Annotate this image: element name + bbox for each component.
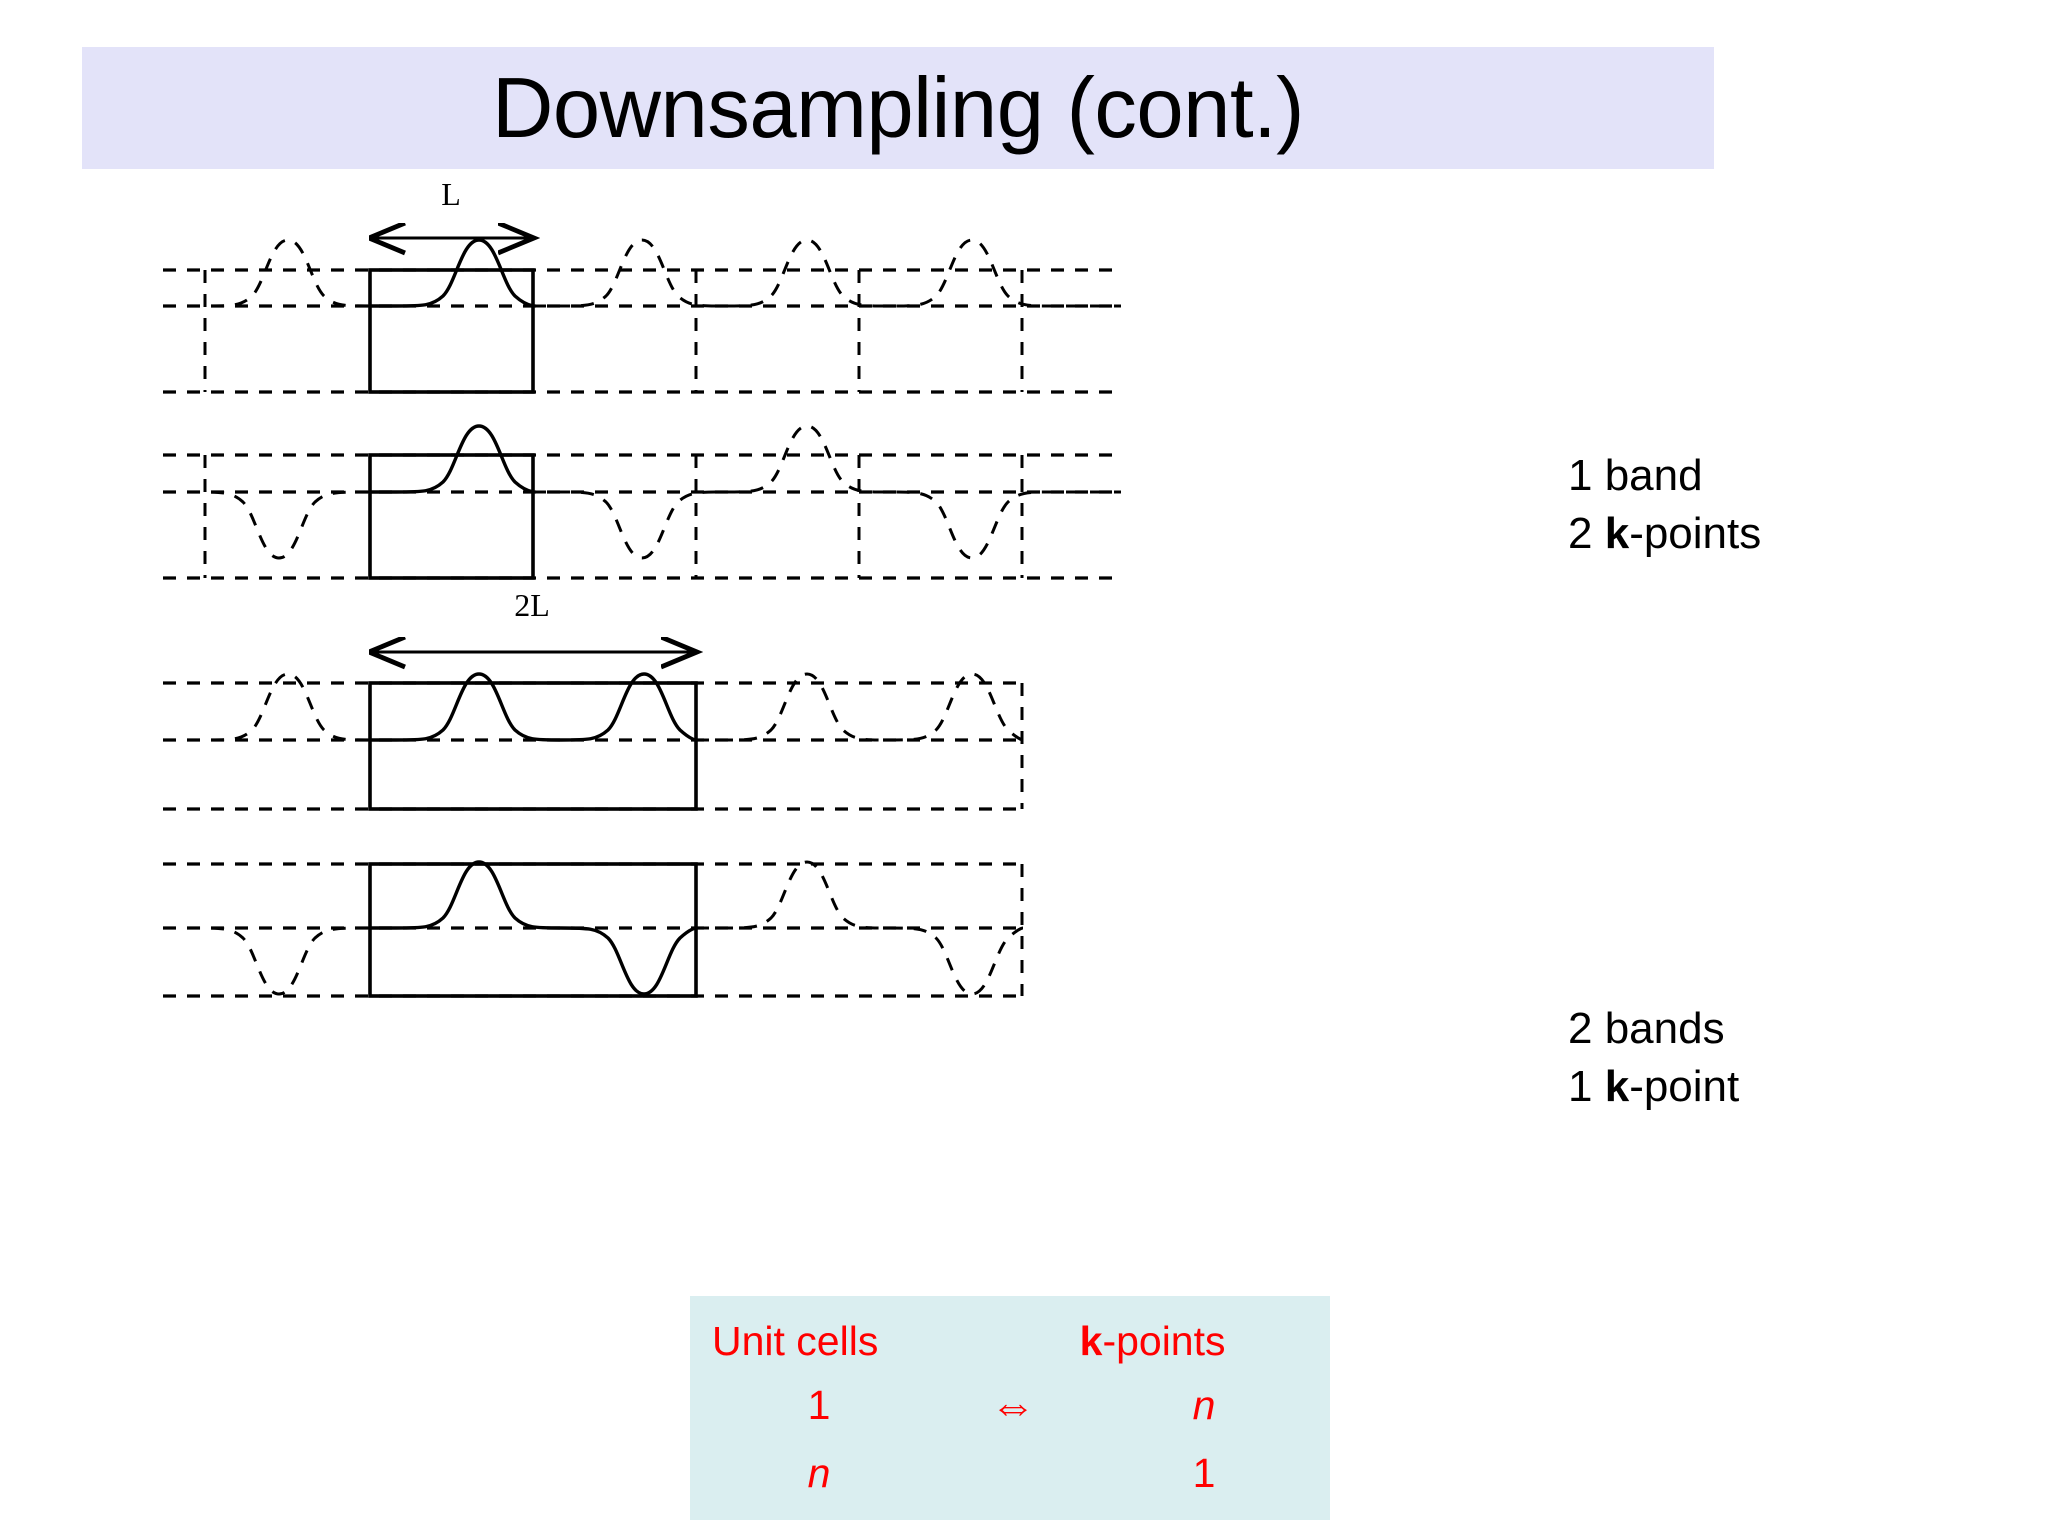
wave-segment-solid — [370, 238, 535, 308]
wave-segment-dashed — [163, 672, 371, 742]
table-row: 1 ⇔ n — [690, 1374, 1330, 1436]
page-title: Downsampling (cont.) — [492, 60, 1305, 156]
panel-3-double-cell-band-1: 2L — [163, 587, 1024, 811]
annotation-line-kpoints: 1 k-point — [1568, 1058, 1739, 1116]
panel-1-single-cell-gamma: L — [163, 176, 1121, 394]
kpoint-count: 1 — [1568, 1062, 1605, 1112]
supercell-box — [368, 862, 698, 998]
column-header-kpoints: k-points — [1076, 1318, 1330, 1365]
annotation-line-bands: 2 bands — [1568, 1004, 1725, 1053]
wave-segment-dashed — [163, 926, 371, 996]
annotation-one-band-two-kpoints: 1 band 2 k-points — [1568, 447, 1761, 563]
length-label-L-top: L — [441, 176, 461, 212]
title-banner: Downsampling (cont.) — [82, 47, 1714, 169]
wave-segment-solid — [370, 860, 697, 996]
k-symbol: k — [1604, 509, 1630, 559]
unit-cell-box — [368, 453, 535, 580]
cell-unit-cells-value: n — [807, 1449, 831, 1496]
unit-cell-box — [368, 268, 535, 394]
wave-segment-dashed — [533, 238, 1121, 308]
equivalence-arrow-icon: ⇔ — [990, 1379, 1036, 1431]
cell-unit-cells-value: 1 — [807, 1381, 831, 1428]
kpoint-suffix: -point — [1629, 1062, 1740, 1112]
kpoint-count: 2 — [1568, 509, 1605, 559]
kpoint-suffix: -points — [1629, 509, 1762, 559]
k-symbol: k — [1079, 1317, 1103, 1364]
table-row: n 1 — [690, 1442, 1330, 1504]
cell-kpoints-value: 1 — [1192, 1449, 1216, 1496]
table-header-row: Unit cells k-points — [690, 1312, 1330, 1370]
wave-segment-dashed — [163, 238, 371, 308]
downsampling-figure: L 2L — [0, 170, 2048, 1280]
annotation-line-bands: 1 band — [1568, 451, 1703, 500]
unitcell-kpoint-equivalence-table: Unit cells k-points 1 ⇔ n n 1 — [690, 1296, 1330, 1520]
kpoints-suffix: -points — [1102, 1317, 1226, 1364]
k-symbol: k — [1604, 1062, 1630, 1112]
panel-4-double-cell-band-2 — [163, 860, 1024, 998]
column-header-unit-cells: Unit cells — [712, 1317, 879, 1364]
wave-segment-solid — [370, 424, 535, 494]
annotation-line-kpoints: 2 k-points — [1568, 505, 1761, 563]
supercell-box — [368, 681, 698, 811]
figure-svg: L 2L — [163, 176, 1121, 998]
wave-segment-dashed — [163, 490, 371, 560]
wave-segment-solid — [370, 672, 697, 742]
length-label-2L: 2L — [514, 587, 550, 623]
cell-kpoints-value: n — [1192, 1381, 1216, 1428]
panel-2-single-cell-zone-boundary — [163, 424, 1121, 580]
wave-segment-dashed — [533, 424, 1121, 560]
annotation-two-bands-one-kpoint: 2 bands 1 k-point — [1568, 1000, 1739, 1116]
